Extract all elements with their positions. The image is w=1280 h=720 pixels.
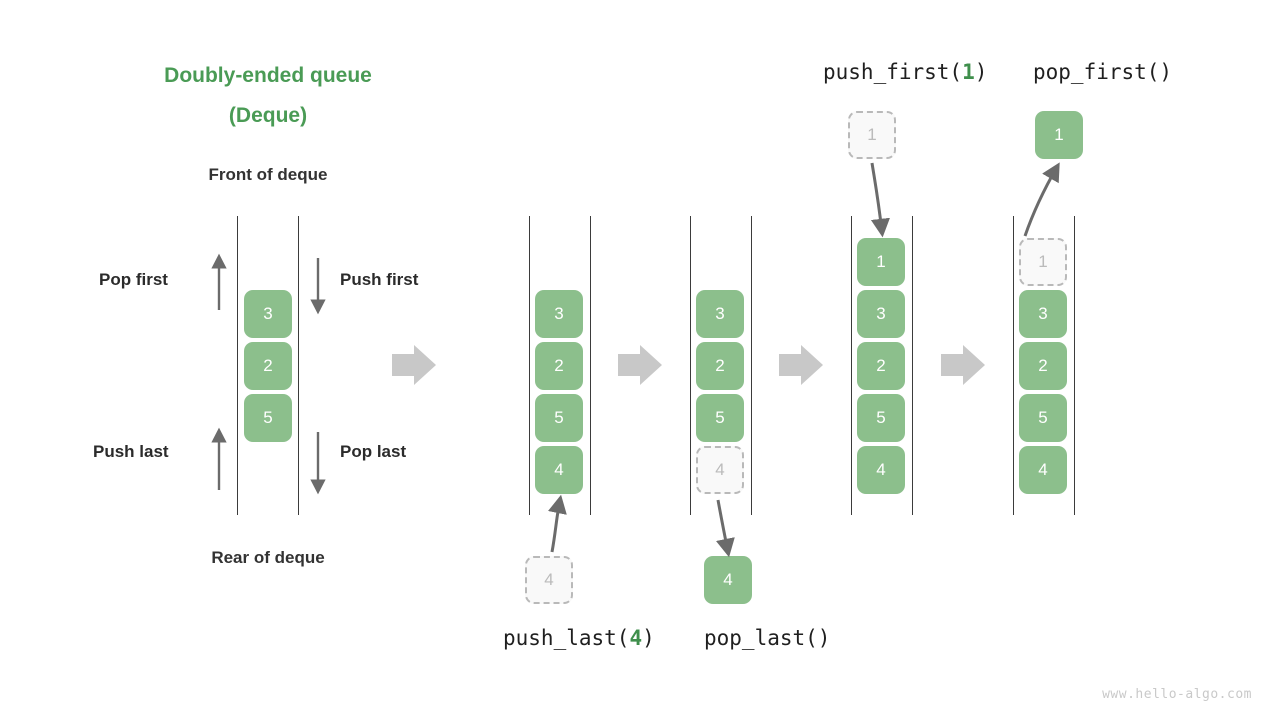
deque-rail-right-pop-last <box>751 216 752 515</box>
deque-element: 2 <box>244 342 292 390</box>
floating-popped-element: 4 <box>704 556 752 604</box>
deque-element: 2 <box>857 342 905 390</box>
rear-of-deque-label: Rear of deque <box>211 548 325 567</box>
transition-block-arrow <box>618 345 662 385</box>
deque-rail-right-push-last <box>590 216 591 515</box>
fn-name: pop_first() <box>1033 60 1173 84</box>
floating-ghost-element: 4 <box>525 556 573 604</box>
deque-ghost-element: 4 <box>696 446 744 494</box>
deque-element: 5 <box>1019 394 1067 442</box>
push-first-function-label: push_first(1) <box>823 60 987 84</box>
deque-element: 1 <box>857 238 905 286</box>
deque-rail-left-pop-last <box>690 216 691 515</box>
diagram-title: Doubly-ended queue (Deque) <box>143 56 393 136</box>
floating-ghost-element: 1 <box>848 111 896 159</box>
deque-rail-left-overview <box>237 216 238 515</box>
deque-element: 5 <box>696 394 744 442</box>
floating-popped-element: 1 <box>1035 111 1083 159</box>
transition-block-arrow <box>779 345 823 385</box>
deque-element: 5 <box>535 394 583 442</box>
push-first-transition-arrow <box>870 162 890 238</box>
pop-first-label: Pop first <box>99 270 168 289</box>
transition-block-arrow <box>941 345 985 385</box>
deque-element: 4 <box>535 446 583 494</box>
deque-element: 2 <box>1019 342 1067 390</box>
watermark: www.hello-algo.com <box>1102 687 1252 702</box>
deque-rail-left-pop-first <box>1013 216 1014 515</box>
transition-block-arrow <box>392 345 436 385</box>
front-of-deque-label: Front of deque <box>208 165 328 184</box>
deque-ghost-element: 1 <box>1019 238 1067 286</box>
push-last-label: Push last <box>93 442 169 461</box>
deque-element: 3 <box>857 290 905 338</box>
pop-last-label: Pop last <box>340 442 407 461</box>
deque-element: 3 <box>244 290 292 338</box>
push-last-function-label: push_last(4) <box>503 626 655 650</box>
deque-element: 3 <box>535 290 583 338</box>
fn-arg: 1 <box>962 60 975 84</box>
deque-element: 3 <box>696 290 744 338</box>
title-line-2: (Deque) <box>228 104 308 127</box>
pop-last-function-label: pop_last() <box>704 626 830 650</box>
deque-element: 5 <box>857 394 905 442</box>
deque-rail-right-push-first <box>912 216 913 515</box>
push-first-label: Push first <box>340 270 419 289</box>
deque-element: 5 <box>244 394 292 442</box>
fn-name: push_last( <box>503 626 630 650</box>
deque-element: 4 <box>857 446 905 494</box>
fn-name: pop_last() <box>704 626 831 650</box>
fn-name: push_first( <box>823 60 963 84</box>
pop-first-function-label: pop_first() <box>1033 60 1172 84</box>
deque-element: 2 <box>696 342 744 390</box>
pop-last-transition-arrow <box>715 499 735 558</box>
pop-first-transition-arrow <box>1023 162 1060 237</box>
fn-close: ) <box>974 60 988 84</box>
deque-rail-right-pop-first <box>1074 216 1075 515</box>
fn-arg: 4 <box>629 626 643 650</box>
deque-rail-left-push-last <box>529 216 530 515</box>
deque-rail-right-overview <box>298 216 299 515</box>
deque-element: 4 <box>1019 446 1067 494</box>
deque-element: 3 <box>1019 290 1067 338</box>
push-last-transition-arrow <box>547 494 567 553</box>
fn-close: ) <box>642 626 655 650</box>
deque-element: 2 <box>535 342 583 390</box>
title-line-1: Doubly-ended queue <box>164 64 372 87</box>
deque-rail-left-push-first <box>851 216 852 515</box>
